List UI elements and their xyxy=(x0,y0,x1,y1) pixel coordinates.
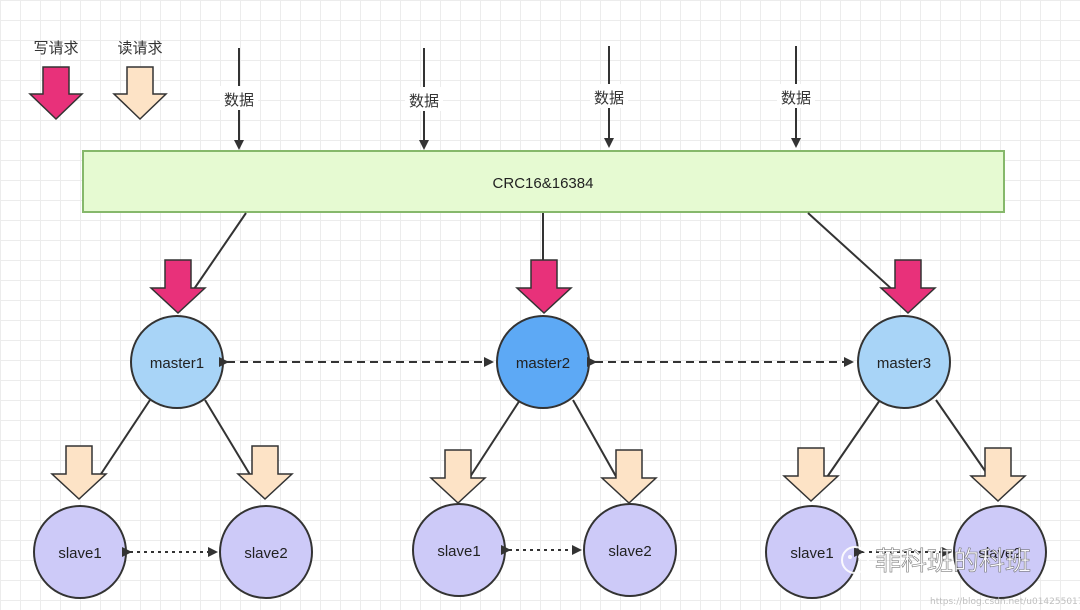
watermark: 菲科班的科班 https://blog.csdn.net/u014255017 xyxy=(841,546,1080,607)
master3-label: master3 xyxy=(877,355,931,372)
data-label-3: 数据 xyxy=(594,89,624,107)
bar-to-master1-line xyxy=(191,212,247,293)
slave5-read-arrow-icon xyxy=(782,447,840,503)
read-request-arrow-icon xyxy=(112,66,168,121)
slave-node-6 xyxy=(953,505,1047,599)
write-request-arrow-icon xyxy=(28,66,84,121)
slave-label-1: slave1 xyxy=(58,545,101,562)
read-request-legend-label: 读请求 xyxy=(117,39,162,57)
slave-label-6: slave2 xyxy=(978,545,1021,562)
master3-to-slave1-line xyxy=(824,399,881,481)
slave4-read-arrow-icon xyxy=(600,449,658,505)
hash-slot-label: CRC16&16384 xyxy=(493,175,594,192)
watermark-brand: 菲科班的科班 xyxy=(875,547,1031,577)
master2-write-arrow-icon xyxy=(515,259,573,315)
slave-label-2: slave2 xyxy=(244,545,287,562)
data-label-1: 数据 xyxy=(224,91,254,109)
slave-label-3: slave1 xyxy=(437,543,480,560)
master3-to-slave2-line xyxy=(935,399,991,479)
data-label-4: 数据 xyxy=(781,89,811,107)
master3-node xyxy=(857,315,951,409)
slave-label-4: slave2 xyxy=(608,543,651,560)
master2-label: master2 xyxy=(516,355,570,372)
master2-to-slave2-line xyxy=(572,399,619,481)
slave-node-2 xyxy=(219,505,313,599)
master1-to-slave2-line xyxy=(204,399,253,479)
watermark-url: https://blog.csdn.net/u014255017 xyxy=(930,597,1080,607)
slave3-read-arrow-icon xyxy=(429,449,487,505)
slave-node-4 xyxy=(583,503,677,597)
write-request-legend-label: 写请求 xyxy=(33,39,78,57)
slave2-read-arrow-icon xyxy=(236,445,294,501)
data-label-2: 数据 xyxy=(409,92,439,110)
master1-label: master1 xyxy=(150,355,204,372)
bar-to-master3-line xyxy=(807,212,896,293)
master1-to-slave1-line xyxy=(96,399,151,481)
slave-label-5: slave1 xyxy=(790,545,833,562)
master1-write-arrow-icon xyxy=(149,259,207,315)
wechat-icon xyxy=(841,546,869,574)
master3-write-arrow-icon xyxy=(879,259,937,315)
hash-slot-bar xyxy=(82,150,1005,213)
slave6-read-arrow-icon xyxy=(969,447,1027,503)
master2-to-slave1-line xyxy=(467,399,521,481)
slave1-read-arrow-icon xyxy=(50,445,108,501)
